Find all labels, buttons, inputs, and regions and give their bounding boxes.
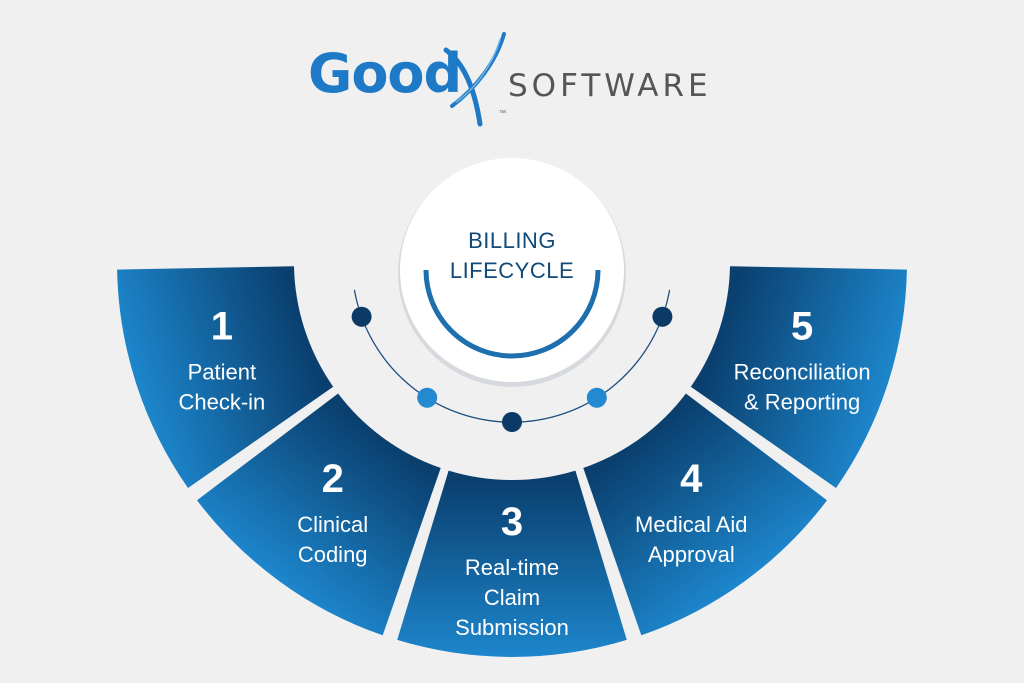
step-3-label-line: Claim [484, 585, 540, 610]
step-2-label-line: Coding [298, 542, 368, 567]
orbit-dot [586, 387, 607, 408]
step-5-segment [690, 266, 907, 488]
orbit-track [351, 289, 673, 432]
orbit-dot [652, 306, 673, 327]
hub-circle [400, 158, 624, 382]
step-4-number: 4 [680, 457, 703, 501]
step-1-number: 1 [211, 304, 233, 348]
step-5-number: 5 [791, 304, 813, 348]
step-3-segment [397, 470, 627, 657]
logo-trademark: ™ [499, 110, 506, 117]
step-5-label-line: & Reporting [744, 389, 860, 414]
hub-arc [423, 269, 601, 359]
step-2-segment [197, 393, 441, 636]
step-4-label-line: Medical Aid [635, 512, 748, 537]
center-hub: BILLING LIFECYCLE [398, 158, 626, 387]
step-3-label-line: Real-time [465, 555, 559, 580]
orbit-dot [351, 306, 372, 327]
step-4-segment [583, 393, 827, 636]
step-1-label-line: Patient [188, 359, 257, 384]
hub-title-line: BILLING [468, 228, 556, 253]
step-2-label-line: Clinical [297, 512, 368, 537]
logo-x-icon [443, 32, 506, 127]
logo-word-good: Good [308, 42, 462, 105]
step-3-number: 3 [501, 500, 523, 544]
orbit-dot [502, 412, 522, 432]
step-3-label-line: Submission [455, 615, 569, 640]
goodx-software-logo: Good SOFTWARE ™ [300, 32, 730, 132]
orbit-dot [417, 387, 438, 408]
hub-title-line: LIFECYCLE [450, 258, 574, 283]
step-5-label-line: Reconciliation [734, 359, 871, 384]
step-4-label-line: Approval [648, 542, 735, 567]
lifecycle-segments [117, 266, 907, 657]
step-1-segment [117, 266, 334, 488]
logo-word-software: SOFTWARE [508, 68, 712, 104]
step-2-number: 2 [322, 457, 344, 501]
step-1-label-line: Check-in [178, 389, 265, 414]
